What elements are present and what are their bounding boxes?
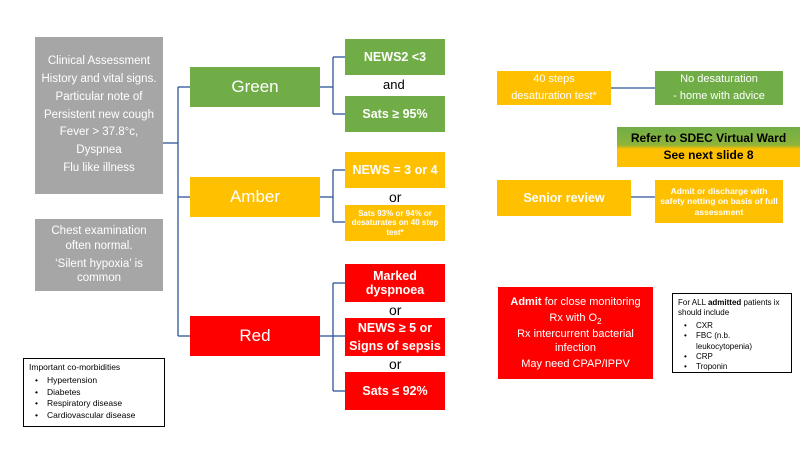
list-item: FBC (n.b. leukocytopenia) [684, 331, 786, 352]
admitted-list: CXR FBC (n.b. leukocytopenia) CRP Tropon… [678, 321, 786, 373]
red-dyspnoea-label: Marked dyspnoea [365, 269, 425, 297]
assessment-line: Particular note of [55, 90, 143, 103]
rx-text: Rx with O [549, 312, 598, 325]
admitted-bold: admitted [707, 298, 742, 307]
senior-review-box: Senior review [497, 180, 631, 216]
tier-green: Green [190, 67, 320, 107]
sdec-line: Refer to SDEC Virtual Ward [630, 130, 787, 145]
red-cpap-line: May need CPAP/IPPV [521, 357, 630, 370]
no-desaturation-line: - home with advice [673, 90, 765, 102]
green-news-box: NEWS2 <3 [345, 39, 445, 75]
list-item: Respiratory disease [35, 398, 135, 410]
chest-line: Chest examination often normal. [51, 224, 147, 252]
admit-rest: for close monitoring [541, 295, 641, 308]
or-connector: or [389, 189, 402, 205]
assessment-line: Fever > 37.8°c, [59, 126, 139, 139]
tier-amber-label: Amber [229, 187, 281, 206]
red-sats-box: Sats ≤ 92% [345, 372, 445, 410]
steps-test-line: 40 steps [533, 72, 575, 85]
clinical-assessment-box: Clinical Assessment History and vital si… [35, 37, 163, 194]
steps-test-line: desaturation test* [511, 90, 597, 102]
tier-red: Red [190, 316, 320, 356]
list-item: CRP [684, 352, 786, 363]
list-item: Diabetes [35, 387, 135, 399]
comorbidities-box: Important co-morbidities Hypertension Di… [23, 358, 165, 427]
red-dyspnoea-box: Marked dyspnoea [345, 264, 445, 302]
red-rx-line: Rx with O2 [549, 310, 601, 328]
sdec-line: See next slide 8 [663, 148, 754, 162]
green-sats-label: Sats ≥ 95% [362, 107, 428, 121]
admitted-suffix: patients ix should include [678, 298, 780, 318]
red-sats-label: Sats ≤ 92% [362, 384, 428, 398]
assessment-line: Dyspnea [76, 144, 122, 157]
tier-red-label: Red [239, 326, 271, 345]
no-desaturation-box: No desaturation - home with advice [655, 71, 783, 105]
admitted-heading: For ALL admitted patients ix should incl… [678, 298, 786, 319]
admit-bold: Admit [510, 295, 542, 308]
amber-news-box: NEWS = 3 or 4 [345, 152, 445, 188]
red-news-box: NEWS ≥ 5 or Signs of sepsis [345, 318, 445, 356]
comorbidities-title: Important co-morbidities [29, 362, 121, 372]
red-news-line: NEWS ≥ 5 or [357, 320, 433, 335]
list-item: Troponin [684, 362, 786, 373]
list-item: Hypertension [35, 375, 135, 387]
and-connector: and [383, 77, 405, 92]
rx-subscript: 2 [597, 317, 602, 327]
green-sats-box: Sats ≥ 95% [345, 96, 445, 132]
red-admit-line: Admit for close monitoring [510, 294, 640, 311]
sdec-banner: Refer to SDEC Virtual Ward See next slid… [617, 127, 800, 167]
admitted-investigations-box: For ALL admitted patients ix should incl… [672, 293, 792, 373]
steps-test-box: 40 steps desaturation test* [497, 71, 611, 105]
senior-review-label: Senior review [523, 191, 605, 205]
red-news-line: Signs of sepsis [349, 339, 441, 353]
green-news-label: NEWS2 <3 [363, 50, 427, 64]
list-item: CXR [684, 321, 786, 332]
amber-sats-box: Sats 93% or 94% or desaturates on 40 ste… [345, 205, 445, 241]
admitted-prefix: For ALL [678, 298, 708, 307]
admit-or-discharge-label: Admit or discharge with safety netting o… [660, 186, 778, 217]
assessment-line: Persistent new cough [44, 108, 154, 121]
red-rx2-line: Rx intercurrent bacterial infection [517, 328, 634, 355]
or-connector: or [389, 302, 402, 318]
no-desaturation-line: No desaturation [680, 72, 758, 85]
tier-amber: Amber [190, 177, 320, 217]
amber-news-label: NEWS = 3 or 4 [352, 163, 438, 177]
tier-green-label: Green [231, 77, 279, 96]
comorbidities-list: Hypertension Diabetes Respiratory diseas… [29, 375, 135, 421]
list-item: Cardiovascular disease [35, 410, 135, 422]
assessment-line: Flu like illness [63, 162, 135, 175]
or-connector: or [389, 356, 402, 372]
admit-or-discharge-box: Admit or discharge with safety netting o… [655, 180, 783, 223]
chest-line: ‘Silent hypoxia’ is common [55, 257, 143, 285]
chest-examination-box: Chest examination often normal. ‘Silent … [35, 219, 163, 291]
assessment-line: Clinical Assessment History and vital si… [41, 55, 157, 85]
red-admit-box: Admit for close monitoring Rx with O2 Rx… [498, 287, 653, 379]
amber-sats-label: Sats 93% or 94% or desaturates on 40 ste… [351, 208, 439, 237]
